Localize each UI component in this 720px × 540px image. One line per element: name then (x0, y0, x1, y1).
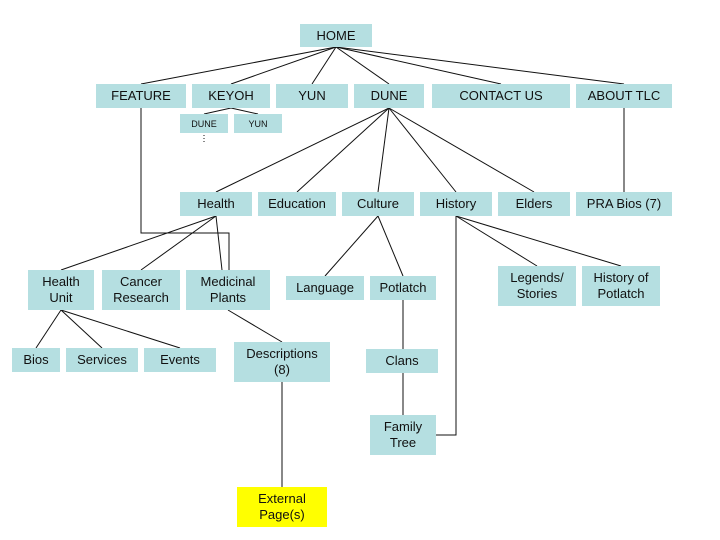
node-cancer-research[interactable]: Cancer Research (102, 270, 180, 310)
node-education[interactable]: Education (258, 192, 336, 216)
node-language[interactable]: Language (286, 276, 364, 300)
node-family-tree[interactable]: Family Tree (370, 415, 436, 455)
node-external-pages[interactable]: External Page(s) (237, 487, 327, 527)
node-about-tlc[interactable]: ABOUT TLC (576, 84, 672, 108)
node-health[interactable]: Health (180, 192, 252, 216)
node-health-unit[interactable]: Health Unit (28, 270, 94, 310)
node-culture[interactable]: Culture (342, 192, 414, 216)
node-pra-bios[interactable]: PRA Bios (7) (576, 192, 672, 216)
node-potlatch[interactable]: Potlatch (370, 276, 436, 300)
node-clans[interactable]: Clans (366, 349, 438, 373)
node-feature[interactable]: FEATURE (96, 84, 186, 108)
node-dune[interactable]: DUNE (354, 84, 424, 108)
node-bios[interactable]: Bios (12, 348, 60, 372)
node-history-of-potlatch[interactable]: History of Potlatch (582, 266, 660, 306)
node-services[interactable]: Services (66, 348, 138, 372)
node-history[interactable]: History (420, 192, 492, 216)
node-medicinal-plants[interactable]: Medicinal Plants (186, 270, 270, 310)
node-contact-us[interactable]: CONTACT US (432, 84, 570, 108)
node-yun[interactable]: YUN (276, 84, 348, 108)
node-keyoh[interactable]: KEYOH (192, 84, 270, 108)
node-elders[interactable]: Elders (498, 192, 570, 216)
node-descriptions[interactable]: Descriptions (8) (234, 342, 330, 382)
node-legends-stories[interactable]: Legends/ Stories (498, 266, 576, 306)
node-home[interactable]: HOME (300, 24, 372, 47)
node-keyoh-dune[interactable]: DUNE (180, 114, 228, 133)
node-events[interactable]: Events (144, 348, 216, 372)
node-keyoh-yun[interactable]: YUN (234, 114, 282, 133)
